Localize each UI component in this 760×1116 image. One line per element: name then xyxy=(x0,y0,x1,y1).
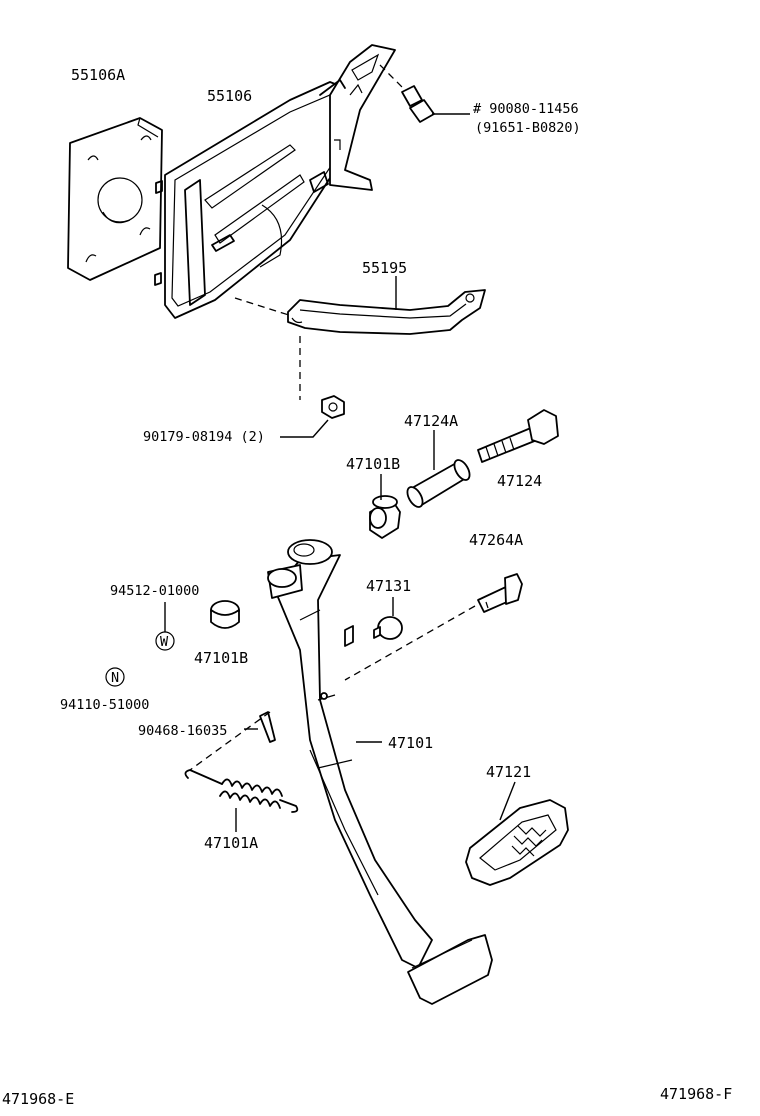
bolt-90080-11456 xyxy=(379,64,470,123)
pedal-arm-47101 xyxy=(267,539,493,1005)
label-47131: 47131 xyxy=(366,577,411,595)
label-94512: 94512-01000 xyxy=(110,583,199,599)
gasket-plate-55106a xyxy=(67,117,163,286)
label-55106a: 55106A xyxy=(71,66,125,84)
label-47101a: 47101A xyxy=(204,834,258,852)
label-bolt-91651: (91651-B0820) xyxy=(475,120,581,136)
label-55106: 55106 xyxy=(207,87,252,105)
footer-code-left: 471968-E xyxy=(2,1090,74,1108)
label-47264a: 47264A xyxy=(469,531,523,549)
clip-90468-16035 xyxy=(189,711,276,771)
label-bolt-90080: # 90080-11456 xyxy=(473,101,579,117)
footer-code-right: 471968-F xyxy=(660,1085,732,1103)
label-94110: 94110-51000 xyxy=(60,697,149,713)
symbol-n-text: N xyxy=(111,670,119,686)
label-47101b-top: 47101B xyxy=(346,455,400,473)
pedal-bracket-55106 xyxy=(164,44,396,319)
symbol-w xyxy=(155,602,175,651)
symbol-n xyxy=(105,667,125,687)
label-47101: 47101 xyxy=(388,734,433,752)
label-90179: 90179-08194 (2) xyxy=(143,429,265,445)
label-90468: 90468-16035 xyxy=(138,723,227,739)
spring-47101a xyxy=(184,769,299,832)
rod-55195 xyxy=(234,276,486,400)
bushing-47101b-low xyxy=(210,600,240,629)
label-47124: 47124 xyxy=(497,472,542,490)
part-labels: 55106A 55106 # 90080-11456 (91651-B0820)… xyxy=(60,66,581,852)
label-47124a: 47124A xyxy=(404,412,458,430)
stopper-47131 xyxy=(373,597,403,640)
bolt-47124 xyxy=(477,409,559,463)
footer: 471968-E 471968-F xyxy=(2,1085,732,1108)
bushing-47101b-top xyxy=(369,474,401,539)
pin-47264a xyxy=(344,573,523,681)
symbol-w-text: W xyxy=(160,634,169,650)
label-47121: 47121 xyxy=(486,763,531,781)
nut-90179-08194 xyxy=(280,395,345,438)
label-55195: 55195 xyxy=(362,259,407,277)
pad-cover-47121 xyxy=(465,781,569,886)
label-47101b-low: 47101B xyxy=(194,649,248,667)
sleeve-47124a xyxy=(406,430,471,508)
